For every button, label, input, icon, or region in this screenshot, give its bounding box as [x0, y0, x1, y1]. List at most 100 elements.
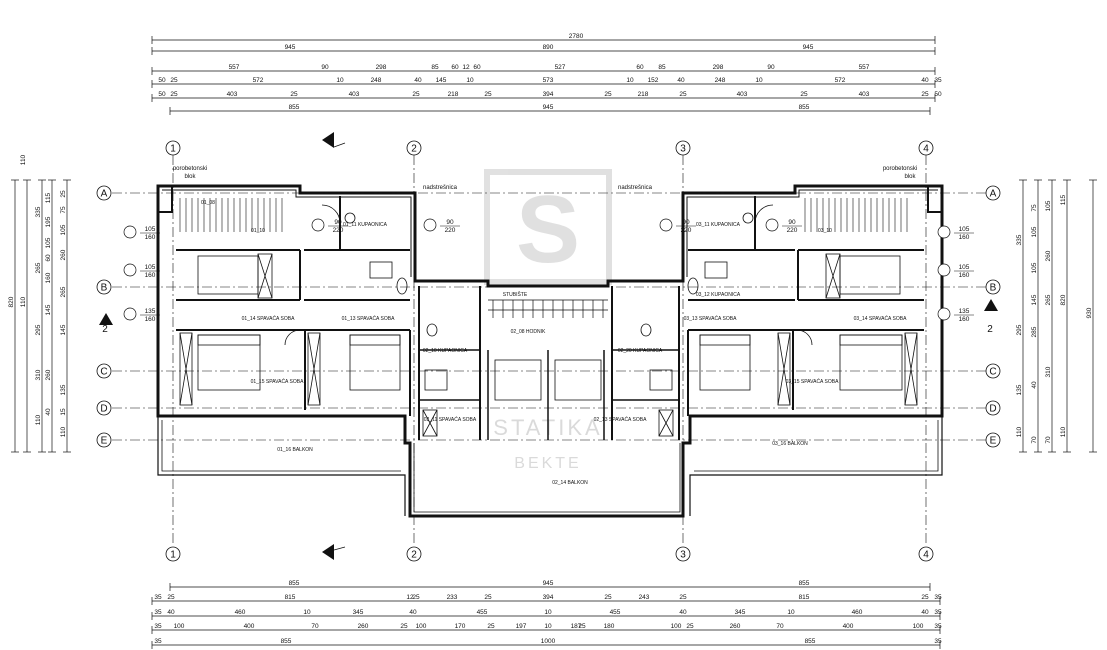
opening-tag-circle — [423, 218, 437, 232]
axis-bubble — [96, 279, 112, 295]
dimension-value: 218 — [638, 91, 649, 98]
dimension-value: 945 — [285, 44, 296, 51]
dimension-value: 85 — [658, 64, 666, 71]
opening-height: 220 — [681, 227, 692, 234]
opening-tag-circle — [937, 225, 951, 239]
dimension-value: 310 — [35, 369, 42, 380]
dimension-value: 815 — [285, 594, 296, 601]
dimension-value: 110 — [35, 414, 42, 425]
dimension-value: 295 — [35, 324, 42, 335]
dimension-value: 400 — [244, 623, 255, 630]
dimension-value: 25 — [60, 190, 67, 198]
room-label: 01_15 SPAVAĆA SOBA — [251, 378, 304, 385]
opening-width: 90 — [334, 219, 342, 226]
room-label: 03_14 SPAVAĆA SOBA — [854, 315, 907, 322]
dimension-value: 394 — [543, 594, 554, 601]
axis-bubble — [96, 185, 112, 201]
axis-bubble — [96, 400, 112, 416]
dimension-value: 265 — [35, 262, 42, 273]
opening-width: 105 — [959, 226, 970, 233]
room-label: 03_10 — [818, 228, 832, 234]
dimension-value: 70 — [1045, 436, 1052, 444]
room-label: 03_12 KUPAONICA — [696, 292, 741, 298]
axis-label: D — [100, 404, 107, 415]
dimension-value: 265 — [60, 286, 67, 297]
dimension-value: 100 — [174, 623, 185, 630]
dimension-value: 60 — [636, 64, 644, 71]
axis-bubble — [165, 546, 181, 562]
room-label: 03_13 SPAVAĆA SOBA — [684, 315, 737, 322]
room-label: 01_11 KUPAONICA — [343, 222, 388, 228]
dimension-value: 285 — [1031, 326, 1038, 337]
axis-label: B — [101, 283, 108, 294]
dimension-value: 248 — [715, 77, 726, 84]
dimension-value: 90 — [321, 64, 329, 71]
dimension-value: 105 — [1031, 262, 1038, 273]
dimension-value: 25 — [921, 594, 929, 601]
dimension-value: 243 — [639, 594, 650, 601]
dimension-value: 35 — [934, 623, 942, 630]
room-label: 02_14 BALKON — [552, 480, 588, 486]
annotation-note: porobetonski — [883, 166, 917, 172]
axis-label: D — [989, 404, 996, 415]
axis-label: 4 — [923, 550, 929, 561]
opening-tag-circle — [937, 307, 951, 321]
dimension-value: 35 — [934, 609, 942, 616]
dimension-value: 40 — [414, 77, 422, 84]
axis-bubble — [96, 363, 112, 379]
watermark: S STATIKA BEKTE — [484, 169, 612, 472]
opening-tag-circle — [123, 307, 137, 321]
annotation-note: blok — [904, 174, 916, 180]
dimension-value: 110 — [1060, 426, 1067, 437]
dimension-value: 1000 — [541, 638, 556, 645]
section-marker-label: 2 — [987, 324, 993, 335]
axis-label: C — [100, 367, 107, 378]
dimension-value: 25 — [170, 91, 178, 98]
axis-bubble — [918, 140, 934, 156]
opening-height: 220 — [333, 227, 344, 234]
axis-label: 3 — [680, 144, 686, 155]
axis-label: A — [990, 189, 997, 200]
dimension-value: 945 — [543, 580, 554, 587]
dimension-value: 233 — [447, 594, 458, 601]
dimension-value: 70 — [776, 623, 784, 630]
dimension-value: 573 — [543, 77, 554, 84]
dimension-value: 930 — [1086, 307, 1093, 318]
dimension-value: 10 — [303, 609, 311, 616]
opening-height: 160 — [959, 316, 970, 323]
dimension-value: 195 — [45, 216, 52, 227]
dimension-value: 10 — [626, 77, 634, 84]
dimension-value: 855 — [799, 580, 810, 587]
dimension-value: 945 — [803, 44, 814, 51]
dimension-value: 25 — [484, 91, 492, 98]
watermark-letter: S — [516, 176, 580, 283]
dimension-value: 25 — [167, 594, 175, 601]
dimension-value: 35 — [154, 638, 162, 645]
room-label: 03_15 SPAVAĆA SOBA — [786, 378, 839, 385]
opening-height: 220 — [787, 227, 798, 234]
opening-width: 90 — [788, 219, 796, 226]
axis-label: E — [101, 436, 108, 447]
opening-width: 135 — [145, 308, 156, 315]
dimension-value: 25 — [921, 91, 929, 98]
dimension-value: 265 — [1045, 294, 1052, 305]
dimension-value: 40 — [921, 609, 929, 616]
dimension-value: 100 — [671, 623, 682, 630]
axis-bubble — [985, 279, 1001, 295]
axis-bubble — [985, 400, 1001, 416]
dimension-value: 403 — [737, 91, 748, 98]
dimension-value: 50 — [158, 77, 166, 84]
opening-width: 90 — [682, 219, 690, 226]
dimension-value: 527 — [555, 64, 566, 71]
dimension-value: 25 — [412, 91, 420, 98]
opening-tag-circle — [765, 218, 779, 232]
dimension-value: 115 — [1060, 194, 1067, 205]
dimension-value: 455 — [610, 609, 621, 616]
dimension-value: 152 — [648, 77, 659, 84]
opening-tag-circle — [123, 225, 137, 239]
dimension-value: 572 — [253, 77, 264, 84]
annotation-note: blok — [184, 174, 196, 180]
dimension-value: 10 — [544, 609, 552, 616]
dimension-value: 40 — [1031, 381, 1038, 389]
